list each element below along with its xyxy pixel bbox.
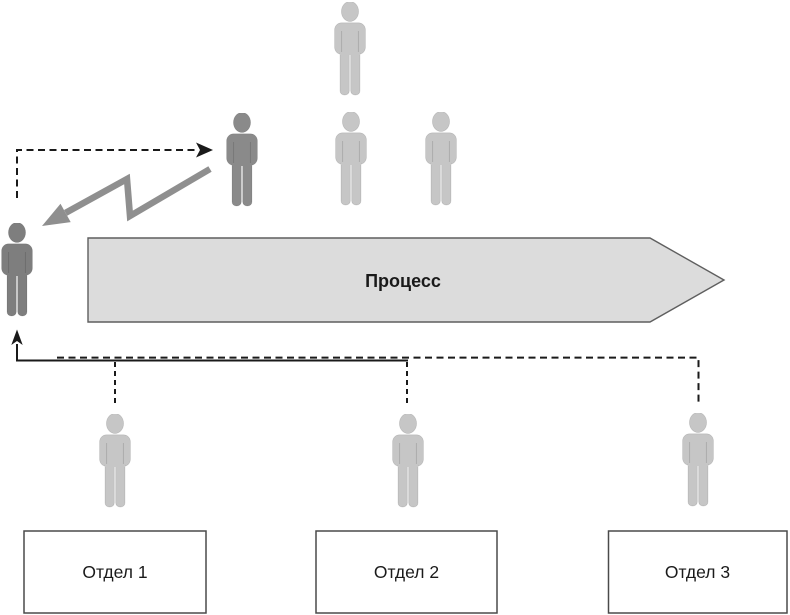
lightning-arrow-icon (64, 166, 212, 222)
person-icon-dept1 (99, 414, 131, 508)
lightning-arrow-head-icon (42, 203, 71, 226)
department-1-box (23, 530, 207, 614)
dashed-arrow-head-icon (196, 142, 213, 158)
department-3-box (607, 530, 788, 614)
person-icon-dept3 (682, 413, 714, 507)
solid-connector (16, 344, 408, 362)
person-icon-delegate (226, 113, 258, 207)
up-arrow-head-icon (11, 329, 23, 345)
person-icon-mid-right (425, 112, 457, 206)
department-2-box (315, 530, 498, 614)
dashed-arrow-connector (16, 149, 195, 198)
department-1-label: Отдел 1 (82, 562, 147, 582)
department-2-label: Отдел 2 (374, 562, 439, 582)
person-icon-mid-left (335, 112, 367, 206)
person-icon-process-owner (1, 223, 33, 317)
process-label: Процесс (365, 271, 441, 291)
department-3-label: Отдел 3 (665, 562, 730, 582)
person-icon-dept2 (392, 414, 424, 508)
dashed-connector-horizontal (57, 356, 700, 403)
person-icon-top-center (334, 2, 366, 96)
process-arrow-shape (87, 237, 726, 323)
